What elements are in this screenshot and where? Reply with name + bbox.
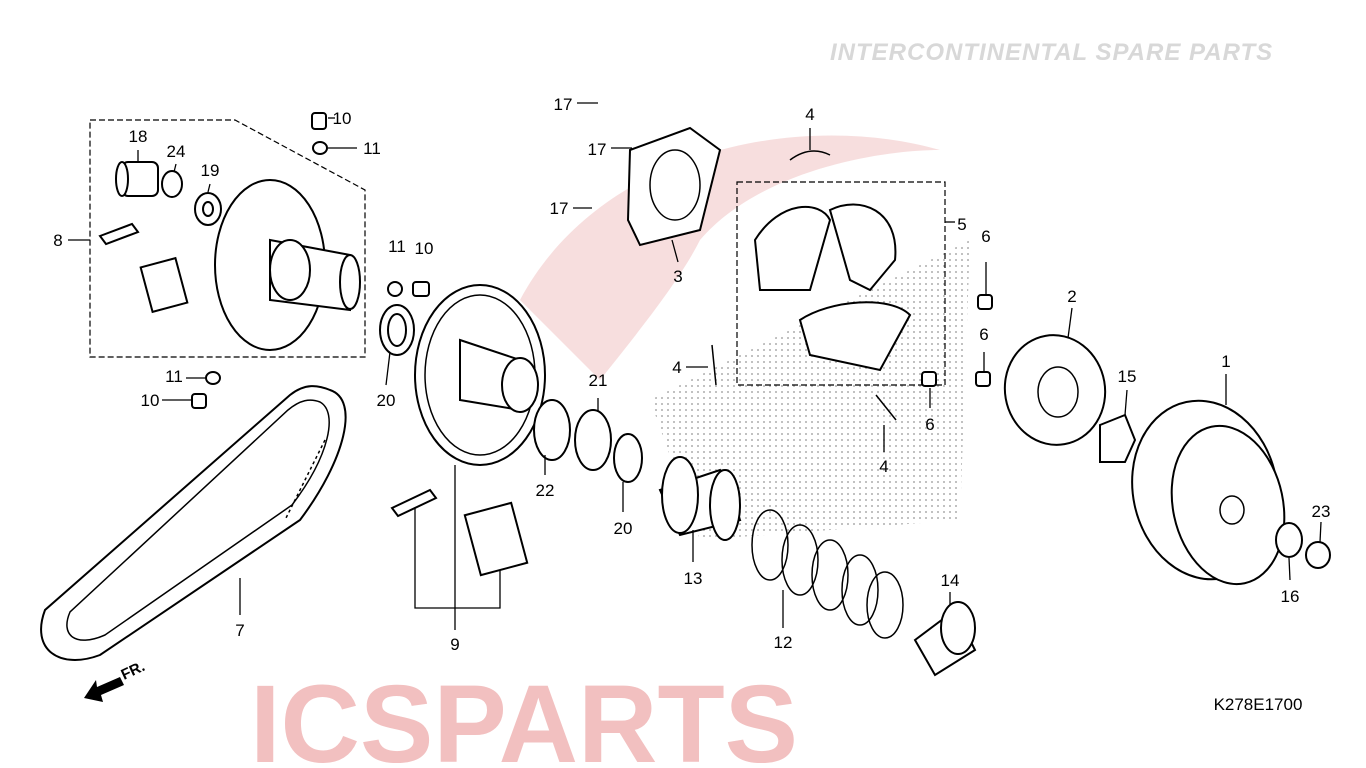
label-22: 22 bbox=[536, 481, 555, 500]
label-20: 20 bbox=[377, 391, 396, 410]
driven-face bbox=[390, 284, 643, 609]
label-6: 6 bbox=[925, 415, 934, 434]
clutch-shoes bbox=[711, 150, 955, 421]
label-23: 23 bbox=[1312, 502, 1331, 521]
label-11: 11 bbox=[388, 237, 406, 256]
drive-belt bbox=[40, 385, 347, 661]
label-9: 9 bbox=[450, 635, 459, 654]
label-3: 3 bbox=[673, 267, 682, 286]
label-8: 8 bbox=[53, 231, 62, 250]
clutch-drum-assembly bbox=[921, 294, 1331, 586]
label-17: 17 bbox=[588, 140, 607, 159]
label-15: 15 bbox=[1118, 367, 1137, 386]
label-10: 10 bbox=[141, 391, 160, 410]
label-17: 17 bbox=[554, 95, 573, 114]
label-17: 17 bbox=[550, 199, 569, 218]
label-10: 10 bbox=[333, 109, 352, 128]
drive-face-group bbox=[68, 119, 366, 358]
label-4: 4 bbox=[805, 105, 814, 124]
wing-logo bbox=[520, 135, 940, 380]
watermark-brand: ICSPARTS bbox=[250, 663, 798, 768]
label-6: 6 bbox=[979, 325, 988, 344]
clutch-plate bbox=[626, 126, 722, 247]
watermark-tagline: INTERCONTINENTAL SPARE PARTS bbox=[830, 39, 1273, 66]
collars bbox=[191, 112, 430, 409]
watermark: ICSPARTS INTERCONTINENTAL SPARE PARTS bbox=[250, 39, 1273, 768]
label-6: 6 bbox=[981, 227, 990, 246]
part-number-labels: 10 11 18 24 19 8 11 10 11 10 20 7 9 22 2… bbox=[53, 95, 1330, 654]
label-1: 1 bbox=[1221, 352, 1230, 371]
label-5: 5 bbox=[957, 215, 966, 234]
label-12: 12 bbox=[774, 633, 793, 652]
front-direction-indicator: FR. bbox=[84, 658, 148, 702]
label-14: 14 bbox=[941, 571, 960, 590]
arrow-left-icon bbox=[84, 677, 124, 702]
label-21: 21 bbox=[589, 371, 608, 390]
watermark-shapes bbox=[520, 135, 970, 540]
label-11: 11 bbox=[165, 367, 183, 386]
label-24: 24 bbox=[167, 142, 186, 161]
front-label: FR. bbox=[119, 658, 148, 684]
label-2: 2 bbox=[1067, 287, 1076, 306]
label-20: 20 bbox=[614, 519, 633, 538]
label-10: 10 bbox=[415, 239, 434, 258]
label-18: 18 bbox=[129, 127, 148, 146]
label-16: 16 bbox=[1281, 587, 1300, 606]
leader-lines bbox=[137, 102, 1322, 630]
label-11: 11 bbox=[363, 139, 381, 158]
label-7: 7 bbox=[235, 621, 244, 640]
label-4: 4 bbox=[879, 457, 888, 476]
spring-assembly bbox=[658, 456, 977, 677]
diagram-code: K278E1700 bbox=[1214, 695, 1303, 714]
label-4: 4 bbox=[672, 358, 681, 377]
label-13: 13 bbox=[684, 569, 703, 588]
label-19: 19 bbox=[201, 161, 220, 180]
